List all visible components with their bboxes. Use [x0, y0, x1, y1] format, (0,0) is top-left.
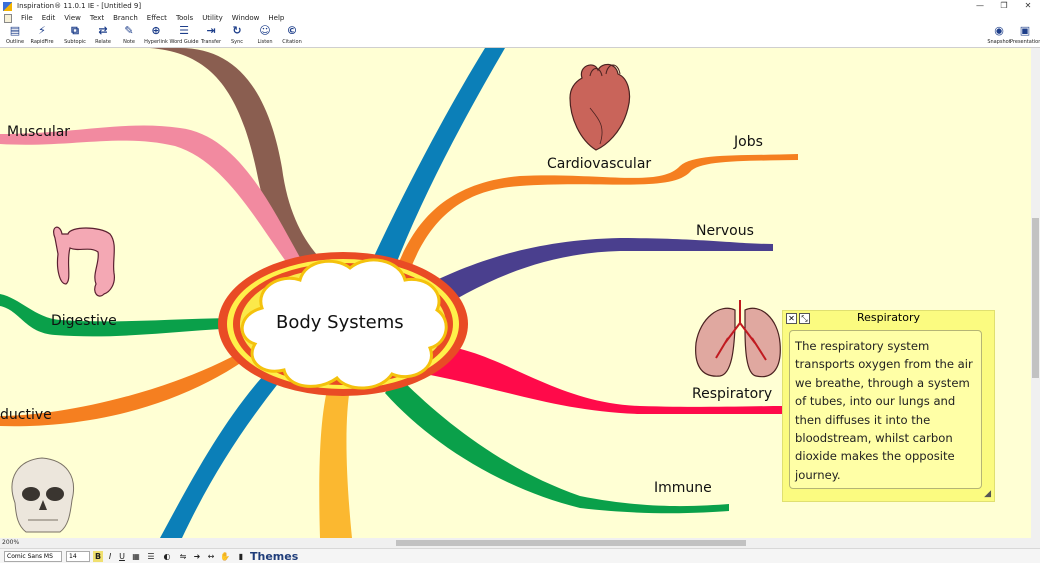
note-close-button[interactable]: ✕	[786, 313, 797, 324]
restore-button[interactable]: ❐	[1000, 1, 1008, 10]
branch-reproductive[interactable]	[0, 348, 248, 427]
hyperlink-button[interactable]: ⊕Hyperlink	[141, 24, 171, 48]
underline-button[interactable]: U	[119, 552, 125, 561]
relate-icon: ⇄	[98, 24, 108, 37]
word-guide-button[interactable]: ☰Word Guide	[169, 24, 199, 45]
vertical-scroll-thumb[interactable]	[1032, 218, 1039, 378]
symbol-icon[interactable]: ◐	[163, 552, 171, 561]
topic-respiratory[interactable]: Respiratory	[692, 386, 773, 402]
menu-edit[interactable]: Edit	[41, 14, 56, 22]
branch-brown[interactable]	[150, 48, 342, 283]
minimize-button[interactable]: —	[976, 1, 984, 10]
note-text[interactable]: The respiratory system transports oxygen…	[789, 330, 982, 489]
align-icon[interactable]: ☰	[147, 552, 155, 561]
text-color-icon[interactable]: ▦	[132, 552, 140, 561]
topic-reproductive[interactable]: ductive	[0, 407, 52, 423]
heart-illustration	[569, 63, 631, 151]
note-resize-button[interactable]: ⤡	[799, 313, 810, 324]
link-icon[interactable]: ⇋	[179, 552, 187, 561]
document-icon[interactable]	[4, 13, 12, 23]
note-title: Respiratory	[856, 311, 921, 324]
menu-tools[interactable]: Tools	[175, 14, 194, 22]
note-icon: ✎	[124, 24, 134, 37]
arrow-icon[interactable]: ➜	[193, 552, 201, 561]
topic-jobs[interactable]: Jobs	[734, 134, 763, 150]
toolbar: ▤Outline ⚡RapidFire ⧉Subtopic ⇄Relate ✎N…	[0, 24, 1040, 48]
diagram-canvas[interactable]: Body Systems Muscular Digestive ductive …	[0, 48, 1031, 538]
outline-icon: ▤	[9, 24, 21, 37]
relate-button[interactable]: ⇄Relate	[88, 24, 118, 48]
menu-text[interactable]: Text	[89, 14, 105, 22]
skull-illustration	[11, 457, 74, 533]
listen-icon: ☺	[259, 24, 271, 37]
font-size-select[interactable]: 14	[66, 551, 90, 562]
topic-digestive[interactable]: Digestive	[51, 313, 117, 329]
themes-button[interactable]: Themes	[250, 550, 299, 563]
subtopic-button[interactable]: ⧉Subtopic	[60, 24, 90, 48]
menu-help[interactable]: Help	[268, 14, 285, 22]
branch-cardiovascular[interactable]	[392, 154, 798, 284]
close-button[interactable]: ✕	[1024, 1, 1032, 10]
horizontal-scroll-thumb[interactable]	[396, 540, 746, 546]
note-button[interactable]: ✎Note	[114, 24, 144, 48]
lungs-illustration	[695, 300, 781, 378]
menu-branch[interactable]: Branch	[113, 14, 138, 22]
branch-yellow[interactable]	[319, 386, 352, 538]
transfer-icon: ⇥	[206, 24, 216, 37]
vertical-scrollbar[interactable]	[1031, 48, 1040, 538]
branch-topblue[interactable]	[365, 48, 505, 280]
branch-respiratory[interactable]	[425, 344, 784, 414]
intestines-illustration	[53, 226, 115, 297]
listen-button[interactable]: ☺Listen	[250, 24, 280, 48]
main-idea-label[interactable]: Body Systems	[276, 312, 404, 333]
menu-bar: File Edit View Text Branch Effect Tools …	[0, 12, 1040, 24]
window-title: Inspiration® 11.0.1 IE - [Untitled 9]	[17, 2, 142, 10]
horizontal-scrollbar[interactable]: 200%	[0, 538, 1040, 548]
branch-muscular[interactable]	[0, 125, 312, 284]
outline-button[interactable]: ▤Outline	[0, 24, 30, 48]
hand-icon[interactable]: ✋	[220, 552, 230, 561]
menu-view[interactable]: View	[64, 14, 81, 22]
presentation-icon: ▣	[1019, 24, 1031, 37]
sync-button[interactable]: ↻Sync	[222, 24, 252, 48]
italic-button[interactable]: I	[108, 552, 112, 561]
note-window[interactable]: ✕ ⤡ Respiratory The respiratory system t…	[782, 310, 995, 502]
menu-utility[interactable]: Utility	[202, 14, 223, 22]
font-select[interactable]: Comic Sans MS	[4, 551, 62, 562]
word-guide-icon: ☰	[179, 24, 189, 37]
branch-nervous[interactable]	[420, 238, 773, 316]
branch-teal[interactable]	[160, 360, 292, 538]
topic-immune[interactable]: Immune	[654, 480, 712, 496]
citation-icon: ©	[286, 24, 298, 37]
citation-button[interactable]: ©Citation	[277, 24, 307, 48]
snapshot-button[interactable]: ◉Snapshot	[984, 24, 1014, 48]
hyperlink-icon: ⊕	[151, 24, 161, 37]
app-icon	[3, 1, 12, 11]
theme-icon[interactable]: ▮	[238, 552, 244, 561]
menu-window[interactable]: Window	[231, 14, 260, 22]
menu-file[interactable]: File	[21, 14, 33, 22]
camera-icon: ◉	[994, 24, 1004, 37]
topic-cardiovascular[interactable]: Cardiovascular	[547, 156, 652, 172]
presentation-button[interactable]: ▣Presentation	[1010, 24, 1040, 45]
rapidfire-icon: ⚡	[38, 24, 46, 37]
subtopic-icon: ⧉	[71, 24, 79, 37]
branch-immune[interactable]	[385, 376, 729, 514]
zoom-level[interactable]: 200%	[2, 539, 20, 546]
bold-button[interactable]: B	[93, 551, 103, 562]
title-bar: Inspiration® 11.0.1 IE - [Untitled 9] — …	[0, 0, 1040, 12]
sync-icon: ↻	[232, 24, 242, 37]
mind-map	[0, 48, 798, 538]
resize-grip-icon[interactable]: ◢	[984, 489, 991, 499]
branch-digestive[interactable]	[0, 294, 245, 337]
rapidfire-button[interactable]: ⚡RapidFire	[27, 24, 57, 48]
main-idea-cloud[interactable]	[240, 258, 448, 390]
topic-muscular[interactable]: Muscular	[7, 124, 71, 140]
transfer-button[interactable]: ⇥Transfer	[196, 24, 226, 48]
topic-nervous[interactable]: Nervous	[696, 223, 754, 239]
format-bar: Comic Sans MS 14 B I U ▦ ☰ ◐ ⇋ ➜ ↔ ✋ ▮ T…	[0, 548, 1040, 563]
menu-effect[interactable]: Effect	[146, 14, 167, 22]
move-icon[interactable]: ↔	[207, 552, 215, 561]
